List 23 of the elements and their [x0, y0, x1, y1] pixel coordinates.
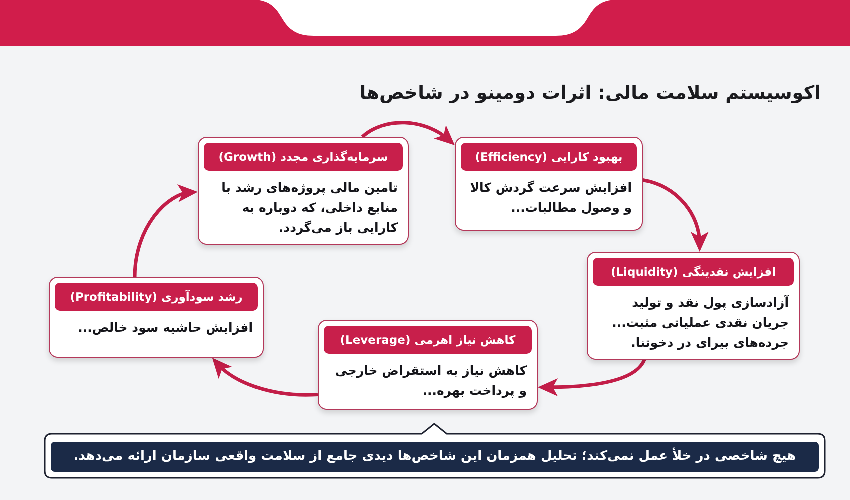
card-heading: افزایش نقدینگی (Liquidity): [593, 258, 794, 286]
card: [318, 320, 538, 410]
card-text: آزادسازی پول نقد و تولید جریان نقدی عملیاتی مثبت... جرده‌های بیرای در دخوتنا.: [611, 294, 790, 352]
card-text: تامین مالی پروژه‌های رشد با منابع داخلی، که دوباره به کارایی باز می‌گردد.: [220, 179, 399, 237]
curved-arrow: [212, 358, 318, 397]
note-banner: هیچ شاخصی در خلأ عمل نمی‌کند؛ تحلیل همزمان این شاخص‌ها دیدی جامع از سلامت واقعی سازمان ارائه می‌دهد.: [51, 442, 819, 472]
curved-arrow: [642, 178, 708, 252]
card-heading: کاهش نیاز اهرمی (Leverage): [324, 326, 532, 354]
diagram-title: اکوسیستم سلامت مالی: اثرات دومینو در شاخص‌ها: [360, 82, 821, 106]
card-heading: بهبود کارایی (Efficiency): [461, 143, 637, 171]
curved-arrow: [538, 359, 646, 396]
curved-arrow: [133, 186, 198, 278]
card: [198, 137, 409, 245]
callout-box: [44, 423, 826, 479]
card-text: کاهش نیاز به استقراض خارجی و پرداخت بهره...: [334, 362, 528, 400]
card-heading: رشد سودآوری (Profitability): [55, 283, 258, 311]
card-heading: سرمایه‌گذاری مجدد (Growth): [204, 143, 403, 171]
card: [49, 277, 264, 358]
card-text: افزایش سرعت گردش کالا و وصول مطالبات...: [469, 179, 633, 217]
card: [587, 252, 800, 360]
card-text: افزایش حاشیه سود خالص...: [77, 319, 254, 337]
card: [455, 137, 643, 231]
curved-arrow: [362, 121, 456, 146]
